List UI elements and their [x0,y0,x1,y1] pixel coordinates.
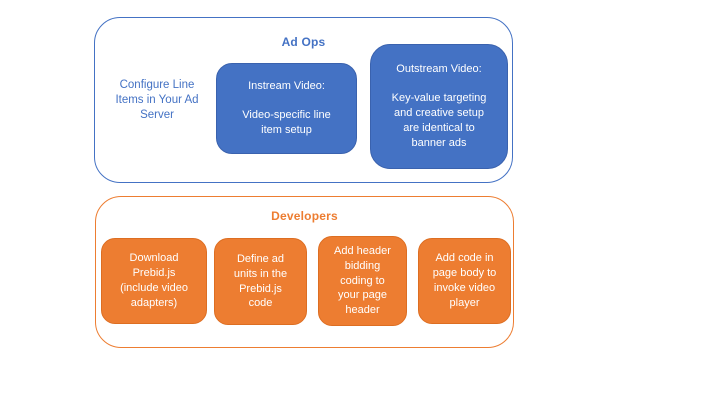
developer-step-label: Define ad units in the Prebid.js code [233,252,288,310]
developer-step-add-header-bidding: Add header bidding coding to your page h… [318,236,407,326]
developer-step-label: Add code in page body to invoke video pl… [432,252,497,309]
ad-ops-panel: Ad Ops Configure Line Items in Your Ad S… [94,17,513,183]
outstream-video-box: Outstream Video: Key-value targeting and… [370,44,508,169]
instream-video-box: Instream Video: Video-specific line item… [216,63,357,154]
configure-line-items-note: Configure Line Items in Your Ad Server [115,79,199,121]
developers-panel: Developers Download Prebid.js (include v… [95,196,514,348]
developer-step-define-ad-units: Define ad units in the Prebid.js code [214,238,307,325]
ad-ops-title: Ad Ops [281,35,326,49]
instream-video-title: Instream Video: [248,80,325,93]
developer-step-invoke-video-player: Add code in page body to invoke video pl… [418,238,511,324]
instream-video-body: Video-specific line item setup [242,109,331,136]
outstream-video-body: Key-value targeting and creative setup a… [391,92,487,149]
developers-title: Developers [271,209,338,223]
developer-step-label: Download Prebid.js (include video adapte… [120,252,188,309]
outstream-video-title: Outstream Video: [396,63,482,76]
developer-step-label: Add header bidding coding to your page h… [334,244,391,317]
developer-step-download-prebid: Download Prebid.js (include video adapte… [101,238,207,324]
